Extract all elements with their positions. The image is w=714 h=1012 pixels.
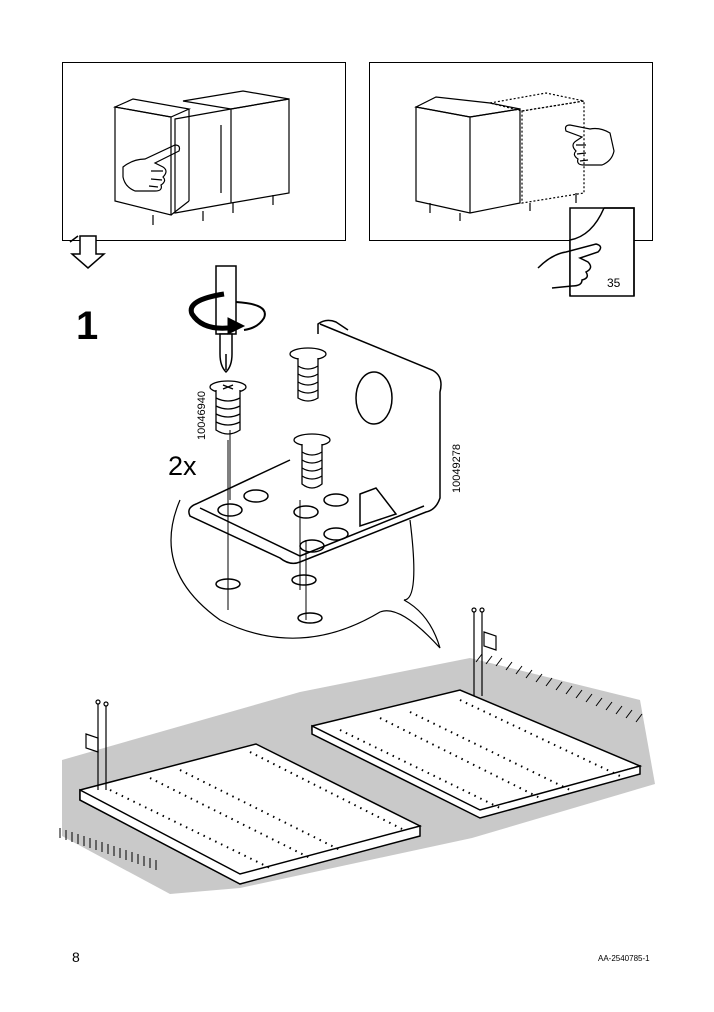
step-number: 1	[76, 304, 99, 348]
screwdriver-icon	[215, 265, 237, 374]
screw-b	[289, 347, 327, 402]
left-cabinet-panel	[62, 62, 346, 241]
screw-quantity: 2x	[168, 451, 197, 481]
screw-c	[293, 433, 331, 489]
down-arrow-icon	[69, 235, 106, 269]
detail-bubble	[170, 499, 441, 649]
page-turn-hand-icon	[537, 207, 635, 297]
corner-bracket	[188, 319, 442, 624]
rotation-arrow-icon	[188, 291, 266, 335]
part-number-a: 10046940	[196, 391, 208, 440]
side-panel-right	[311, 689, 643, 819]
small-bracket-left	[85, 699, 109, 790]
screw-a	[209, 380, 247, 435]
corner-cabinet-illustration-right	[414, 92, 615, 221]
small-bracket-right	[471, 607, 497, 696]
document-id: AA-2540785-1	[598, 954, 650, 963]
corner-cabinet-illustration-left	[112, 90, 290, 225]
side-panel-left	[79, 743, 422, 885]
page-number: 8	[72, 949, 80, 965]
reference-page-number: 35	[607, 276, 621, 290]
part-number-b: 10049278	[451, 444, 463, 493]
